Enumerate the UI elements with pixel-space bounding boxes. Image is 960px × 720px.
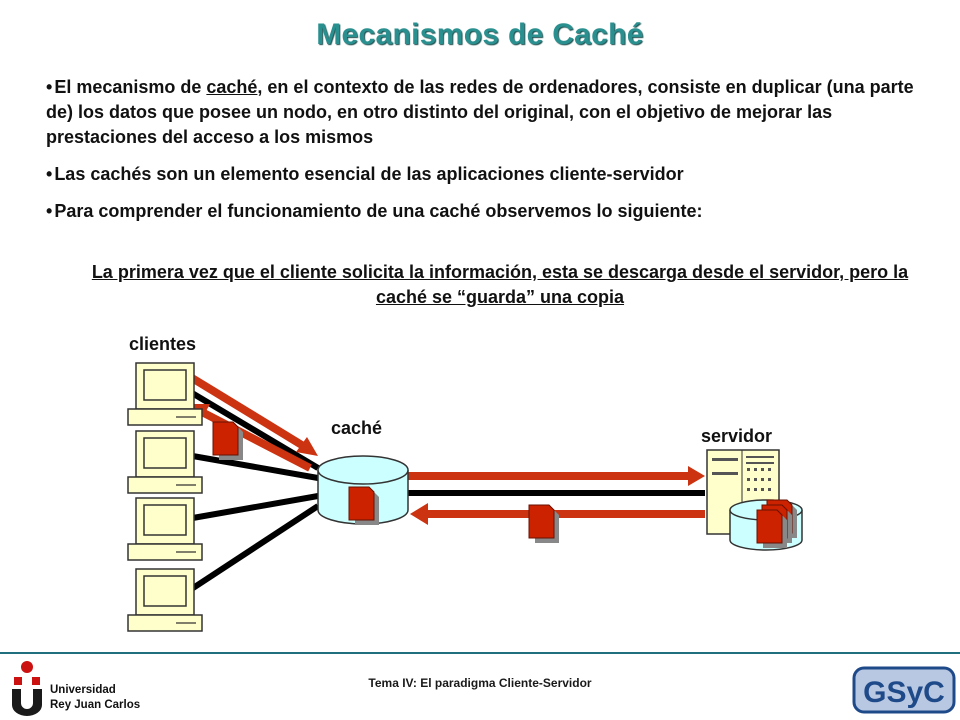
footer-course: Tema IV: El paradigma Cliente-Servidor	[368, 676, 592, 690]
client-computer	[127, 497, 203, 561]
bullet-item: •Las cachés son un elemento esencial de …	[46, 162, 926, 187]
client-computer	[127, 430, 203, 494]
document-icon	[348, 486, 380, 526]
university-line: Universidad	[50, 684, 116, 696]
university-name: Universidad Rey Juan Carlos	[50, 683, 140, 713]
bullet-item: •Para comprender el funcionamiento de un…	[46, 199, 926, 224]
bullet-text: Para comprender el funcionamiento de una…	[54, 201, 703, 221]
bullet-text: El mecanismo de	[54, 77, 207, 97]
diagram-caption: La primera vez que el cliente solicita l…	[91, 262, 909, 307]
footer-divider	[0, 652, 960, 654]
gsyc-logo-icon: GSyC	[852, 666, 956, 714]
bullet-item: •El mecanismo de caché, en el contexto d…	[46, 75, 926, 150]
client-computer	[127, 568, 203, 632]
document-stack-icon	[756, 499, 798, 549]
bullet-text: , en el contexto de las redes de ordenad…	[46, 77, 914, 147]
bullet-marker: •	[46, 77, 53, 97]
document-icon	[212, 421, 244, 461]
cable-lines	[185, 387, 705, 595]
bullet-text: Las cachés son un elemento esencial de l…	[54, 164, 684, 184]
bullet-marker: •	[46, 164, 53, 184]
bullet-marker: •	[46, 201, 53, 221]
bullet-list: •El mecanismo de caché, en el contexto d…	[46, 75, 926, 236]
cache-label: caché	[331, 418, 383, 438]
document-icon	[528, 504, 560, 544]
urjc-logo-icon	[12, 661, 42, 716]
slide-title: Mecanismos de Caché	[316, 18, 644, 51]
clients-label: clientes	[129, 334, 197, 354]
client-computer	[127, 362, 203, 426]
request-arrows	[187, 374, 705, 525]
cache-link[interactable]: caché	[206, 77, 258, 97]
university-line: Rey Juan Carlos	[50, 699, 141, 711]
gsyc-logo-text: GSyC	[863, 676, 945, 709]
server-label: servidor	[701, 426, 773, 446]
